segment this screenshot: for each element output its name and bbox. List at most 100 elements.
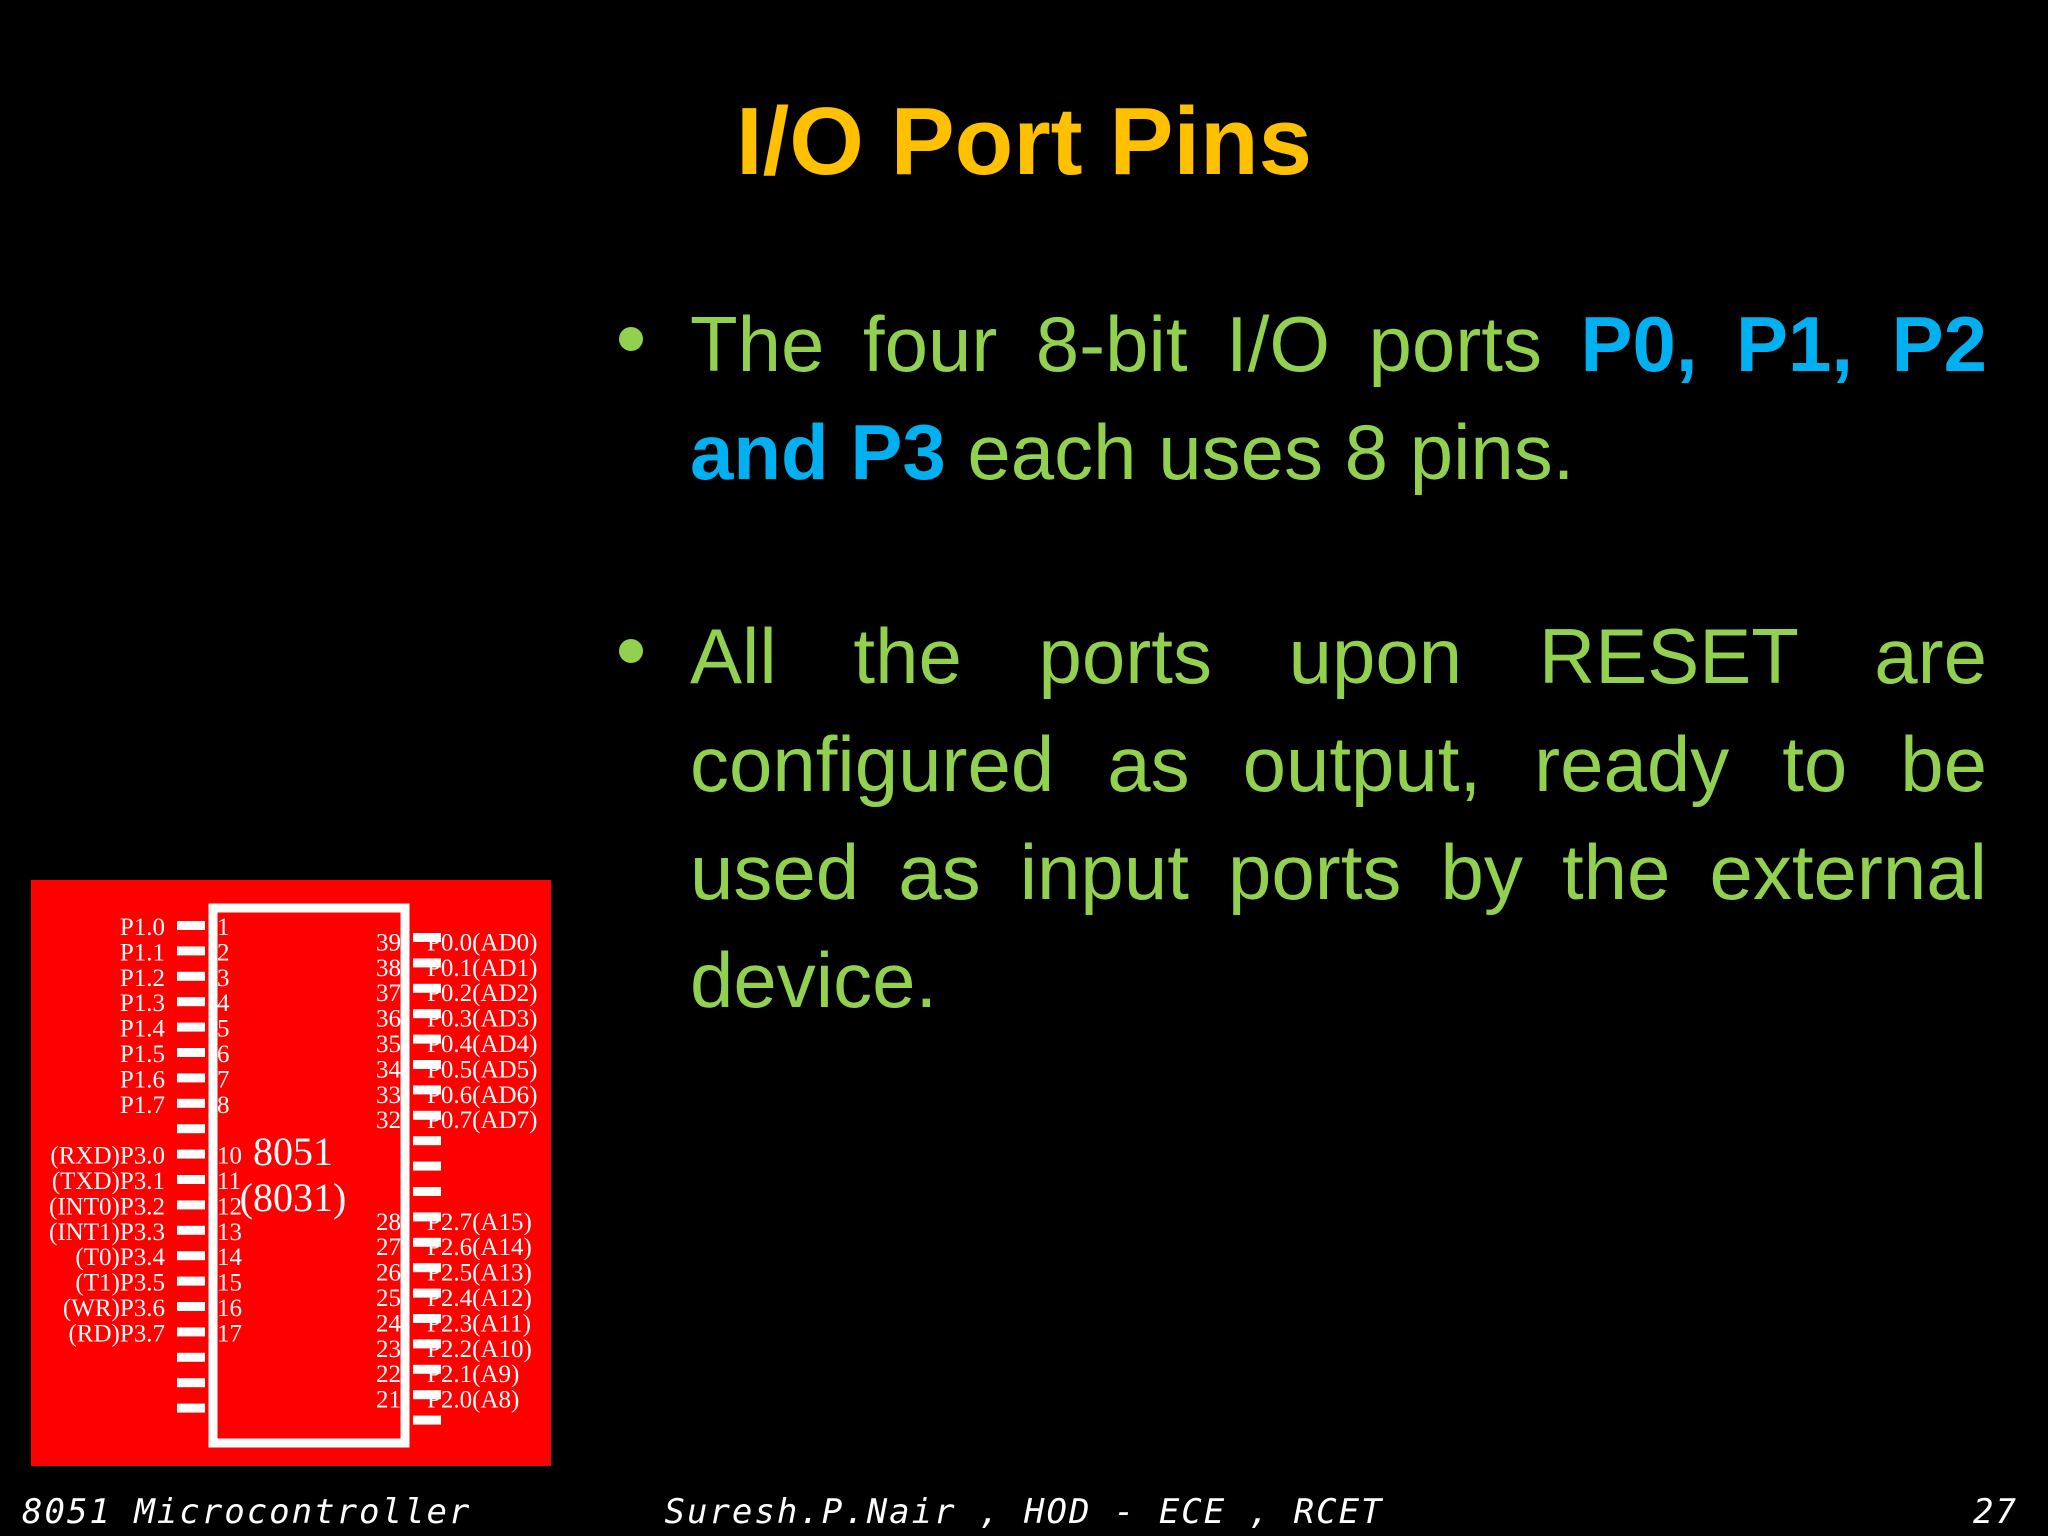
pin-label-right: P2.0(A8) — [427, 1387, 519, 1414]
pin-stub — [177, 1276, 205, 1286]
pin-label-right: P0.2(AD2) — [427, 980, 537, 1007]
pin-stub — [413, 1136, 441, 1146]
pin-label-right: P2.3(A11) — [427, 1310, 531, 1337]
bullet-item: The four 8-bit I/O ports P0, P1, P2 and … — [612, 290, 1987, 506]
pin-number: 14 — [217, 1244, 243, 1271]
pin-label-left: P1.6 — [120, 1066, 165, 1093]
pin-label-right: P2.6(A14) — [427, 1234, 532, 1261]
pin-stub — [413, 1339, 441, 1349]
chip-pinout-svg: 8051 (8031) P1.0 1P1.1 2P1.2 3P1.3 4P1.4 5P1.… — [49, 903, 537, 1448]
pin-number: 13 — [217, 1219, 242, 1246]
pin-label-right: P2.2(A10) — [427, 1336, 532, 1363]
bullet-dot-icon — [619, 639, 643, 663]
bullet-text: The four 8-bit I/O ports P0, P1, P2 and … — [690, 290, 1987, 506]
pin-stub — [413, 1034, 441, 1044]
bullet-item: All the ports upon RESET are configured … — [612, 602, 1987, 1034]
pin-number: 3 — [217, 965, 230, 992]
pin-stub — [177, 1073, 205, 1083]
pin-stub — [413, 1314, 441, 1323]
footer-course-title: 8051 Microcontroller — [22, 1492, 472, 1532]
pin-label-left: (INT0)P3.2 — [49, 1193, 165, 1220]
pin-number: 37 — [376, 980, 401, 1007]
pin-stub — [177, 1251, 205, 1261]
chip-body — [208, 903, 410, 1448]
pin-number: 10 — [217, 1143, 242, 1170]
pin-label-left: P1.4 — [120, 1016, 166, 1043]
pin-stub — [413, 1415, 441, 1425]
pin-stub — [177, 921, 205, 930]
pin-number: 23 — [376, 1336, 401, 1363]
pin-label-left: (RXD)P3.0 — [50, 1143, 165, 1170]
pin-label-right: P0.1(AD1) — [427, 955, 537, 982]
pin-stub — [413, 1187, 441, 1196]
pin-label-right: P0.5(AD5) — [427, 1056, 537, 1083]
pin-number: 39 — [376, 929, 401, 956]
pin-stub — [413, 1364, 441, 1374]
pin-label-right: P2.4(A12) — [427, 1285, 532, 1312]
pin-stub — [413, 1390, 441, 1400]
chip-alt-name: (8031) — [240, 1175, 347, 1220]
pin-label-left: (T1)P3.5 — [75, 1270, 165, 1297]
pin-number: 21 — [376, 1387, 401, 1414]
pin-label-left: P1.7 — [120, 1092, 165, 1119]
bullet-text-part: The four 8-bit I/O ports — [690, 300, 1581, 388]
pin-number: 5 — [217, 1016, 230, 1043]
pin-label-left: P1.2 — [120, 965, 165, 992]
pin-number: 35 — [376, 1031, 401, 1058]
pin-number: 33 — [376, 1082, 401, 1109]
pin-stub — [177, 997, 205, 1007]
pin-stub — [177, 1302, 205, 1311]
pin-stub — [413, 1237, 441, 1247]
pin-stub — [177, 1149, 205, 1159]
pin-number: 1 — [217, 914, 230, 941]
pin-number: 8 — [217, 1092, 230, 1119]
bullet-text-part: each uses 8 pins. — [945, 408, 1575, 496]
pin-number: 17 — [217, 1320, 242, 1347]
port-names-highlight: P0, P1, P2 and P3 — [690, 300, 1987, 496]
pin-number: 6 — [217, 1041, 230, 1068]
slide-title: I/O Port Pins — [735, 88, 1313, 195]
pin-label-right: P2.5(A13) — [427, 1260, 532, 1287]
pin-label-right: P0.6(AD6) — [427, 1082, 537, 1109]
pin-stub — [177, 1124, 205, 1134]
pin-label-left: (TXD)P3.1 — [52, 1168, 165, 1195]
pin-number: 36 — [376, 1006, 401, 1033]
pin-label-left: P1.3 — [120, 990, 165, 1017]
pin-stub — [413, 1085, 441, 1095]
pin-label-left: P1.1 — [120, 939, 165, 966]
pin-number: 11 — [217, 1168, 241, 1195]
bullet-list: The four 8-bit I/O ports P0, P1, P2 and … — [612, 290, 1987, 1130]
pin-stub — [177, 1048, 205, 1057]
pin-number: 28 — [376, 1209, 401, 1236]
pin-stub — [177, 1327, 205, 1337]
pin-number: 7 — [217, 1066, 230, 1093]
pin-label-right: P0.4(AD4) — [427, 1031, 537, 1058]
pin-number: 32 — [376, 1107, 401, 1134]
pin-stub — [413, 1161, 441, 1171]
pin-label-left: (INT1)P3.3 — [49, 1219, 165, 1246]
pin-stub — [413, 1263, 441, 1273]
pin-stub — [413, 1060, 441, 1069]
pin-label-left: (RD)P3.7 — [68, 1320, 165, 1347]
pin-label-left: (T0)P3.4 — [75, 1244, 165, 1271]
pin-stub — [177, 1175, 205, 1184]
pin-stub — [413, 1288, 441, 1298]
pin-number: 34 — [376, 1056, 402, 1083]
pin-stub — [177, 1352, 205, 1362]
bullet-dot-icon — [619, 327, 643, 351]
pin-number: 4 — [217, 990, 230, 1017]
pin-stub — [177, 1225, 205, 1235]
pin-label-right: P0.0(AD0) — [427, 929, 537, 956]
pin-stub — [177, 1403, 205, 1413]
pin-stub — [177, 1022, 205, 1032]
pin-label-left: P1.0 — [120, 914, 165, 941]
pin-stub — [413, 1212, 441, 1222]
pin-stub — [177, 1200, 205, 1210]
pin-number: 38 — [376, 955, 401, 982]
page-number: 27 — [1973, 1492, 2018, 1532]
pin-number: 2 — [217, 939, 230, 966]
pin-number: 12 — [217, 1193, 242, 1220]
chip-name: 8051 — [253, 1129, 333, 1174]
